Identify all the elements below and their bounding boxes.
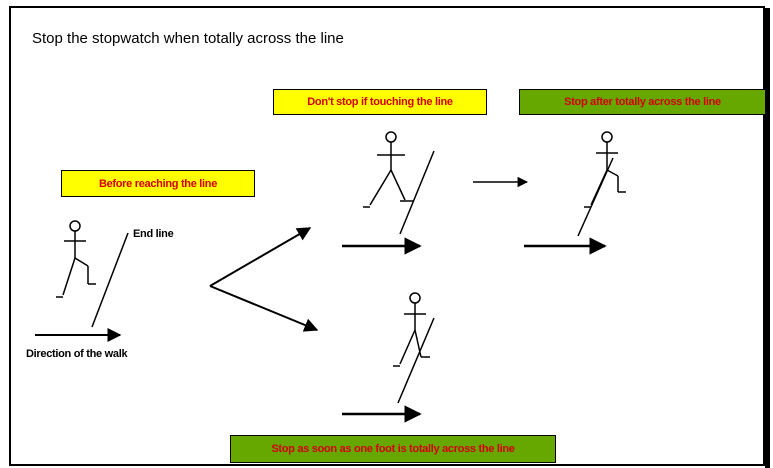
box-stop-soon: Stop as soon as one foot is totally acro…	[230, 435, 556, 463]
end-line-1	[91, 232, 129, 328]
box-dont-stop: Don't stop if touching the line	[273, 89, 487, 115]
walker-touching	[363, 131, 414, 208]
walker-before	[56, 220, 96, 298]
end-line-label: End line	[133, 228, 174, 240]
end-line-2	[399, 150, 435, 235]
end-line-3	[577, 157, 614, 237]
walker-across	[584, 131, 626, 208]
diagram-frame	[9, 6, 765, 466]
diagram-title: Stop the stopwatch when totally across t…	[32, 30, 344, 47]
box-before: Before reaching the line	[61, 170, 255, 197]
frame-shadow	[765, 8, 770, 468]
direction-label: Direction of the walk	[26, 348, 128, 360]
branch-arrow-down	[209, 285, 319, 332]
end-line-4	[397, 317, 435, 404]
box-stop-after: Stop after totally across the line	[519, 89, 766, 115]
walker-one-foot	[393, 292, 430, 367]
branch-arrow-up	[209, 227, 312, 287]
